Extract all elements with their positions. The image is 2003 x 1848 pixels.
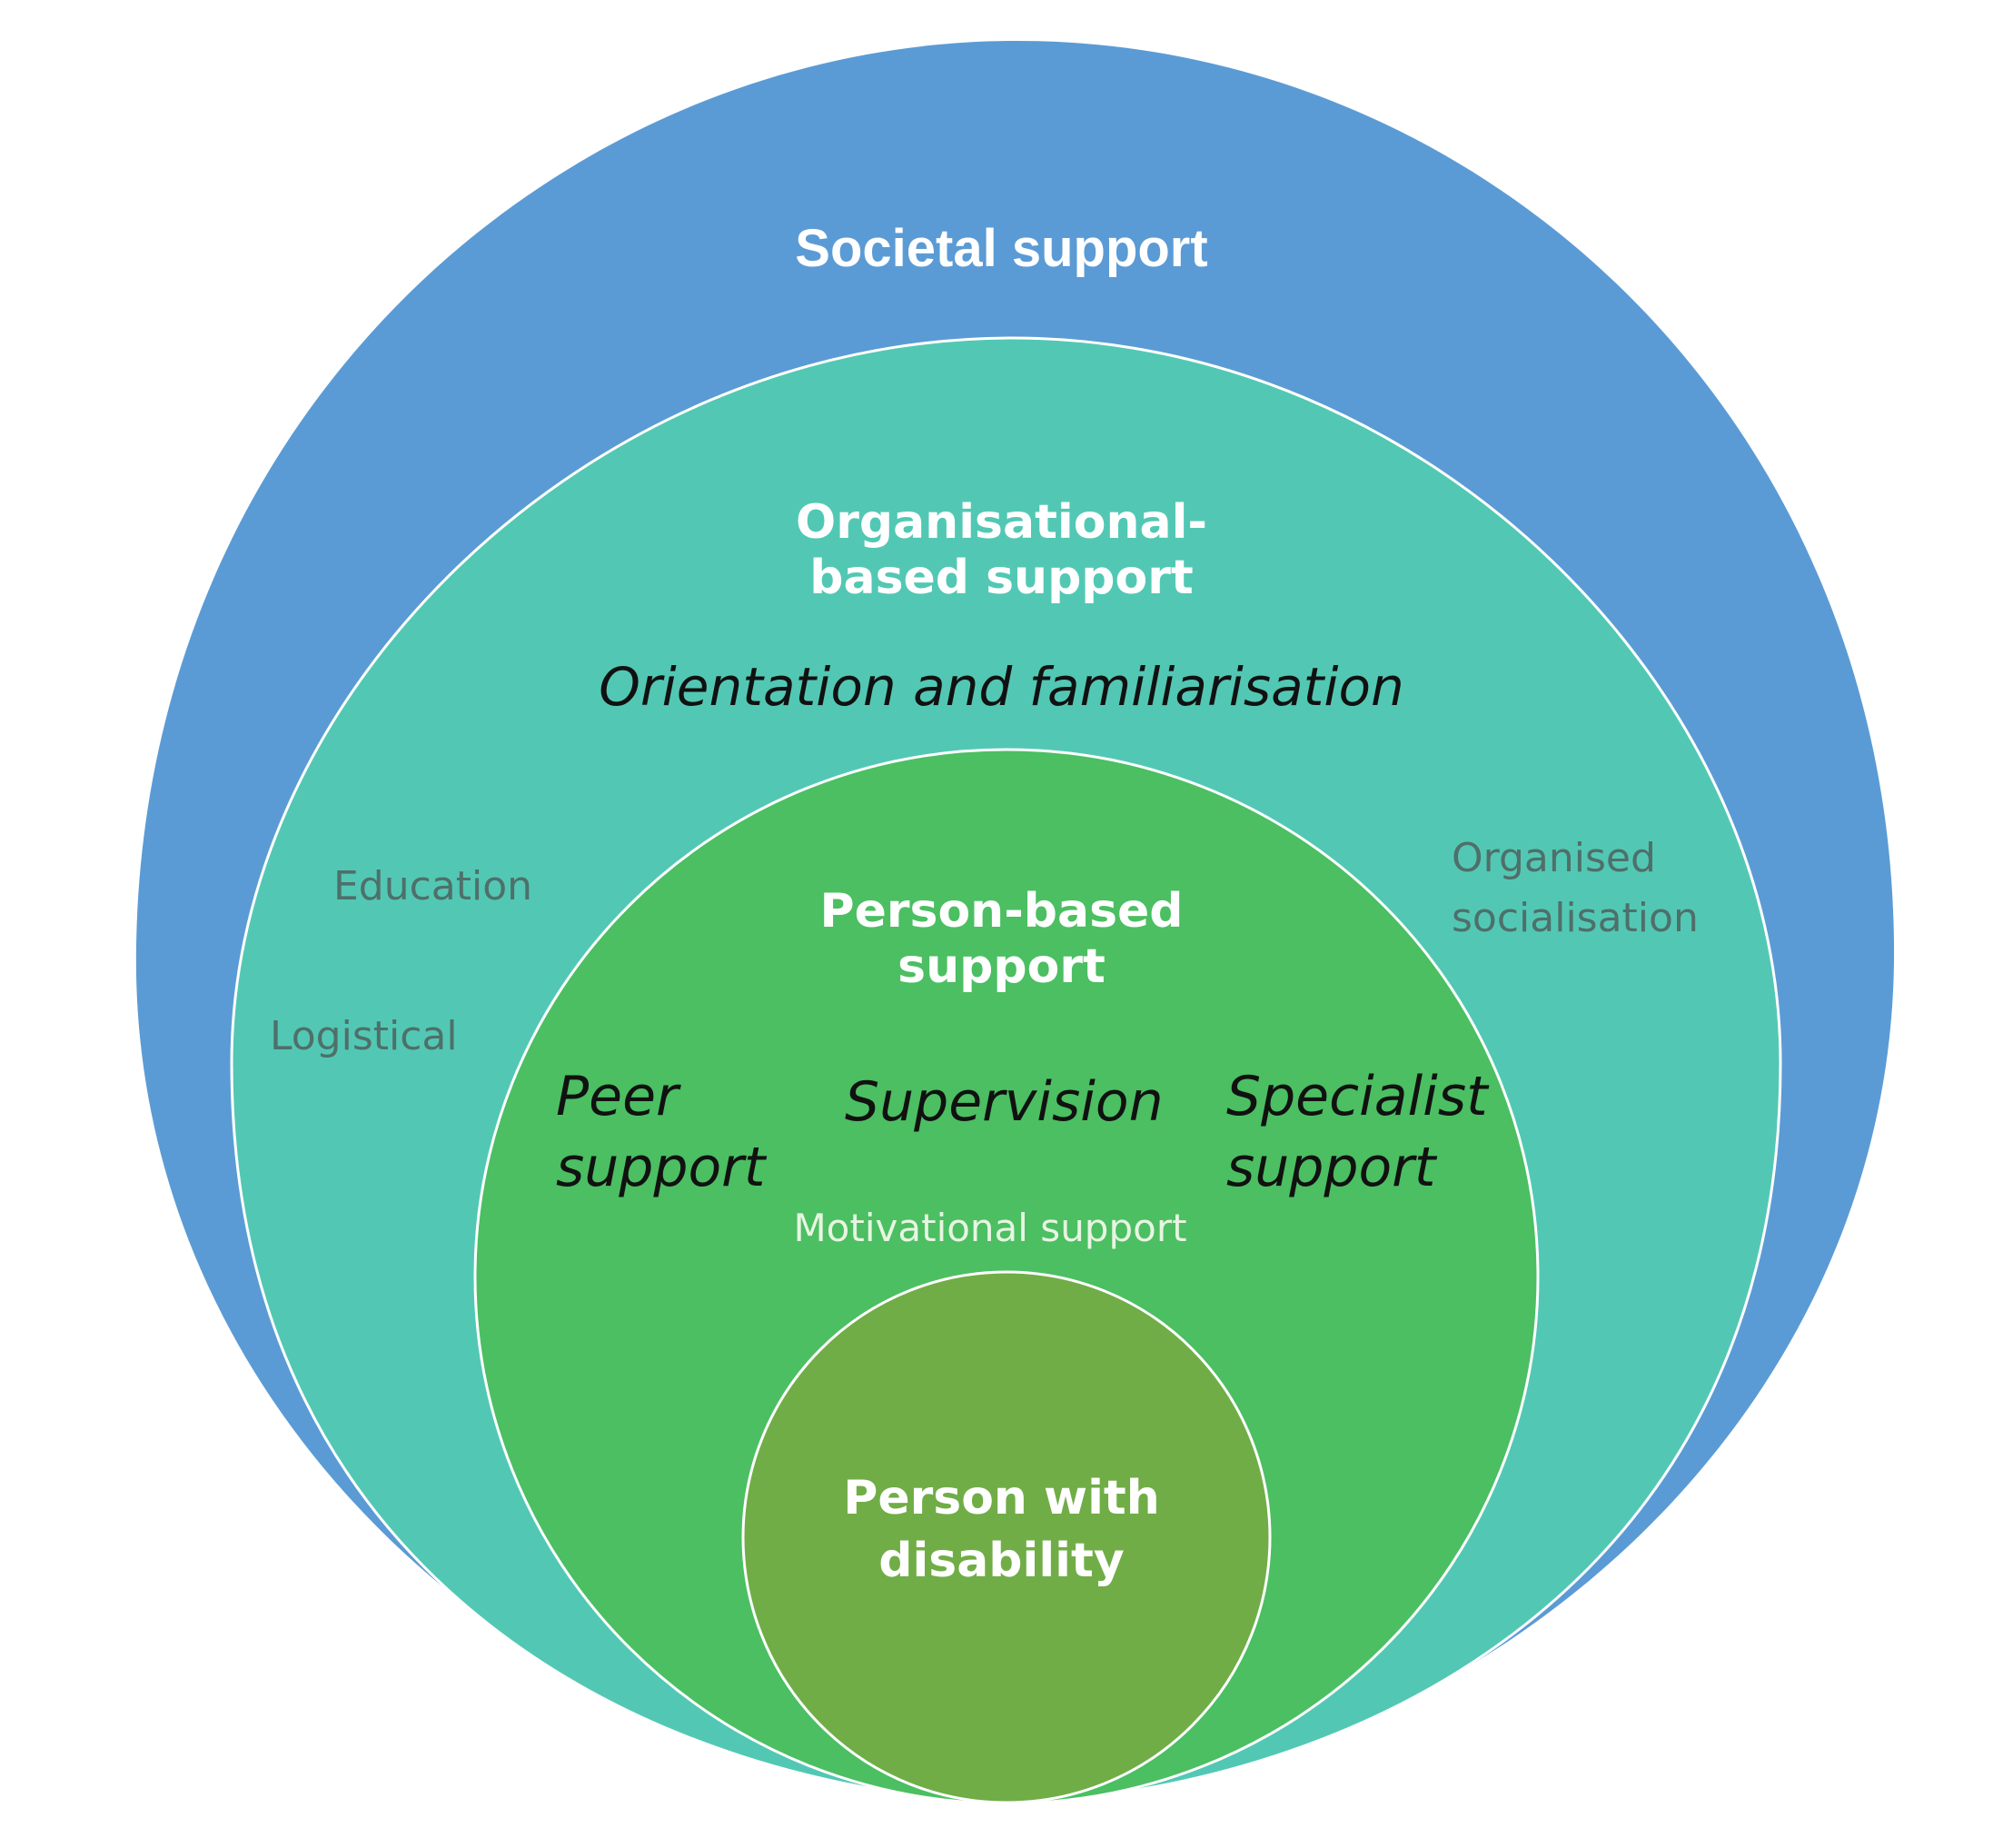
orientation-familiarisation-label: Orientation and familiarisation — [599, 656, 1404, 718]
education-label: Education — [333, 863, 533, 909]
organised-line2: socialisation — [1452, 895, 1699, 941]
specialist-support-label: Specialist support — [1226, 1061, 1488, 1203]
peer-line2: support — [556, 1136, 766, 1199]
person-with-disability-title: Person with disability — [0, 1467, 2003, 1592]
organisational-support-title: Organisational- based support — [0, 495, 2003, 607]
person-based-title-line2: support — [897, 939, 1106, 995]
motivational-support-label: Motivational support — [793, 1206, 1187, 1250]
logistical-label: Logistical — [270, 1013, 458, 1059]
supervision-label: Supervision — [845, 1070, 1164, 1134]
societal-support-title: Societal support — [795, 219, 1208, 278]
specialist-line1: Specialist — [1226, 1065, 1488, 1128]
organisational-title-line2: based support — [809, 551, 1194, 606]
person-based-title-line1: Person-based — [819, 884, 1184, 939]
person-title-line1: Person with — [843, 1471, 1160, 1525]
organised-socialisation-label: Organised socialisation — [1452, 829, 1699, 949]
person-title-line2: disability — [878, 1533, 1125, 1588]
specialist-line2: support — [1226, 1136, 1436, 1199]
person-with-disability-circle — [741, 1270, 1272, 1804]
peer-line1: Peer — [556, 1065, 679, 1128]
organised-line1: Organised — [1452, 835, 1656, 881]
person-based-support-title: Person-based support — [0, 884, 2003, 996]
peer-support-label: Peer support — [556, 1061, 765, 1203]
organisational-title-line1: Organisational- — [796, 495, 1207, 550]
